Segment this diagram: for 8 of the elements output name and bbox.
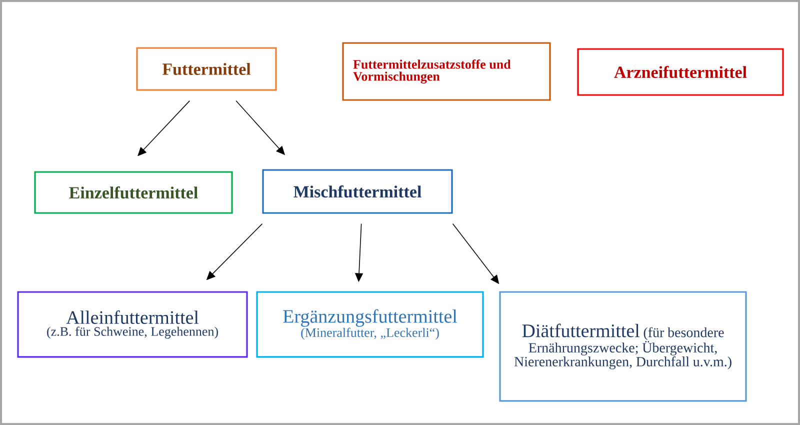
text-box: Alleinfuttermittel (z.B. für Schweine, Legehennen) — [17, 291, 248, 358]
text-box: Futtermittel — [136, 47, 277, 91]
text-box: Mischfuttermittel — [262, 169, 453, 214]
text-box: Einzelfuttermittel — [34, 171, 233, 214]
text-box: Diätfuttermittel (für besondere Ernährungszwecke; Übergewicht, Nierenerkrankungen, Durchfall u.v.m.) — [499, 291, 747, 402]
text-box: Futtermittelzusatzstoffe und Vormischungen — [342, 42, 551, 101]
text-box: Arzneifuttermittel — [577, 48, 784, 96]
text-box: Ergänzungsfuttermittel (Mineralfutter, „Leckerli“) — [256, 291, 484, 358]
